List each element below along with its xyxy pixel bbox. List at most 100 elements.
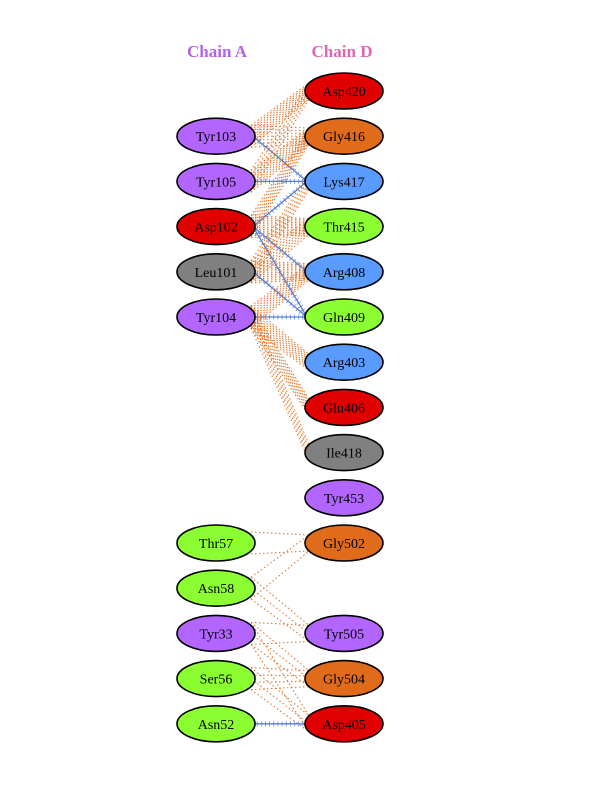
- residue-ellipse: [304, 117, 384, 155]
- residue-ellipse: [176, 614, 256, 653]
- interaction-asp102-gln409: [252, 226, 308, 318]
- residue-label: Gly504: [323, 673, 365, 688]
- chain-d-title: Chain D: [312, 42, 373, 61]
- interaction-asn58-tyr505: [250, 576, 310, 642]
- residue-label: Asn58: [198, 582, 235, 597]
- residue-asp405: Asp405: [304, 704, 384, 743]
- residue-thr57: Thr57: [176, 524, 256, 562]
- residue-label: Arg403: [323, 356, 366, 371]
- residue-asp420: Asp420: [304, 72, 384, 110]
- interaction-tyr103-asp420: [250, 82, 310, 148]
- residue-glu406: Glu406: [304, 388, 384, 427]
- interaction-asn58-gly502: [250, 534, 310, 600]
- residue-label: Thr415: [323, 221, 364, 236]
- interaction-ser56-gly504: [250, 667, 310, 691]
- residue-ellipse: [176, 117, 256, 155]
- residue-ellipse: [176, 524, 256, 562]
- residue-asn58: Asn58: [176, 569, 256, 608]
- residue-label: Tyr104: [196, 311, 236, 326]
- interaction-asn52-asp405: [253, 721, 307, 727]
- residue-label: Arg408: [323, 266, 366, 281]
- interaction-tyr104-arg403: [250, 305, 310, 371]
- residue-label: Thr57: [199, 537, 233, 552]
- residue-arg403: Arg403: [304, 343, 384, 382]
- residue-label: Tyr105: [196, 175, 236, 190]
- residue-ile418: Ile418: [304, 433, 384, 472]
- interaction-asp102-gly416: [250, 127, 310, 238]
- residue-ellipse: [176, 659, 256, 698]
- residue-label: Asp102: [194, 221, 238, 236]
- interaction-tyr33-gly504: [250, 621, 310, 688]
- interaction-tyr104-arg408: [250, 263, 310, 329]
- residue-label: Lys417: [323, 175, 364, 190]
- residue-ellipse: [176, 569, 256, 608]
- residue-label: Tyr505: [324, 627, 364, 642]
- residue-tyr453: Tyr453: [304, 478, 384, 517]
- residue-gly416: Gly416: [304, 117, 384, 155]
- residue-lys417: Lys417: [304, 162, 384, 201]
- residue-ellipse: [304, 704, 384, 743]
- residue-ellipse: [176, 162, 256, 201]
- residue-asn52: Asn52: [176, 704, 256, 743]
- residue-ellipse: [304, 207, 384, 246]
- interaction-tyr104-ile418: [250, 305, 310, 461]
- residue-label: Tyr33: [199, 627, 232, 642]
- interaction-tyr105-lys417: [253, 178, 307, 184]
- residue-label: Gln409: [323, 311, 365, 326]
- residue-ser56: Ser56: [176, 659, 256, 698]
- residue-gln409: Gln409: [304, 298, 384, 336]
- interaction-tyr105-gly416: [250, 127, 310, 193]
- residue-ellipse: [304, 388, 384, 427]
- interaction-thr57-gly502: [250, 531, 310, 555]
- residue-label: Leu101: [195, 266, 238, 281]
- residue-gly504: Gly504: [304, 659, 384, 698]
- interaction-ser56-asp405: [250, 667, 310, 733]
- residue-ellipse: [304, 162, 384, 201]
- interaction-lines: [250, 82, 310, 733]
- residue-asp102: Asp102: [176, 207, 256, 246]
- interaction-tyr104-glu406: [250, 305, 310, 416]
- residue-ellipse: [304, 614, 384, 653]
- residue-ellipse: [176, 207, 256, 246]
- residue-label: Asp405: [322, 718, 366, 733]
- residue-tyr105: Tyr105: [176, 162, 256, 201]
- residue-ellipse: [304, 343, 384, 382]
- residue-arg408: Arg408: [304, 252, 384, 291]
- residue-label: Tyr103: [196, 130, 236, 145]
- residue-ellipse: [304, 524, 384, 562]
- interaction-leu101-thr415: [250, 218, 310, 284]
- residue-tyr505: Tyr505: [304, 614, 384, 653]
- interaction-tyr105-asp420: [250, 82, 310, 193]
- residue-ellipse: [304, 478, 384, 517]
- interaction-asp102-thr415: [250, 215, 310, 239]
- residue-label: Asn52: [198, 718, 235, 733]
- chain-d-residues: Asp420Gly416Lys417Thr415Arg408Gln409Arg4…: [304, 72, 384, 743]
- interaction-asp102-lys417: [252, 180, 308, 228]
- residue-tyr103: Tyr103: [176, 117, 256, 155]
- residue-thr415: Thr415: [304, 207, 384, 246]
- residue-leu101: Leu101: [176, 252, 256, 291]
- residue-label: Ile418: [326, 447, 362, 462]
- residue-tyr104: Tyr104: [176, 298, 256, 336]
- residue-label: Gly416: [323, 130, 365, 145]
- residue-ellipse: [304, 298, 384, 336]
- residue-label: Gly502: [323, 537, 365, 552]
- residue-label: Tyr453: [324, 492, 364, 507]
- residue-ellipse: [304, 659, 384, 698]
- chain-a-title: Chain A: [187, 42, 248, 61]
- residue-tyr33: Tyr33: [176, 614, 256, 653]
- interaction-tyr33-asp405: [250, 622, 310, 733]
- residue-ellipse: [304, 252, 384, 291]
- interaction-leu101-lys417: [250, 173, 310, 284]
- residue-ellipse: [304, 72, 384, 110]
- residue-gly502: Gly502: [304, 524, 384, 562]
- residue-ellipse: [176, 252, 256, 291]
- interaction-tyr33-tyr505: [250, 621, 310, 645]
- chain-a-residues: Tyr103Tyr105Asp102Leu101Tyr104Thr57Asn58…: [176, 117, 256, 743]
- residue-ellipse: [176, 704, 256, 743]
- residue-ellipse: [176, 298, 256, 336]
- residue-ellipse: [304, 433, 384, 472]
- residue-label: Ser56: [200, 673, 233, 688]
- residue-label: Glu406: [323, 401, 365, 416]
